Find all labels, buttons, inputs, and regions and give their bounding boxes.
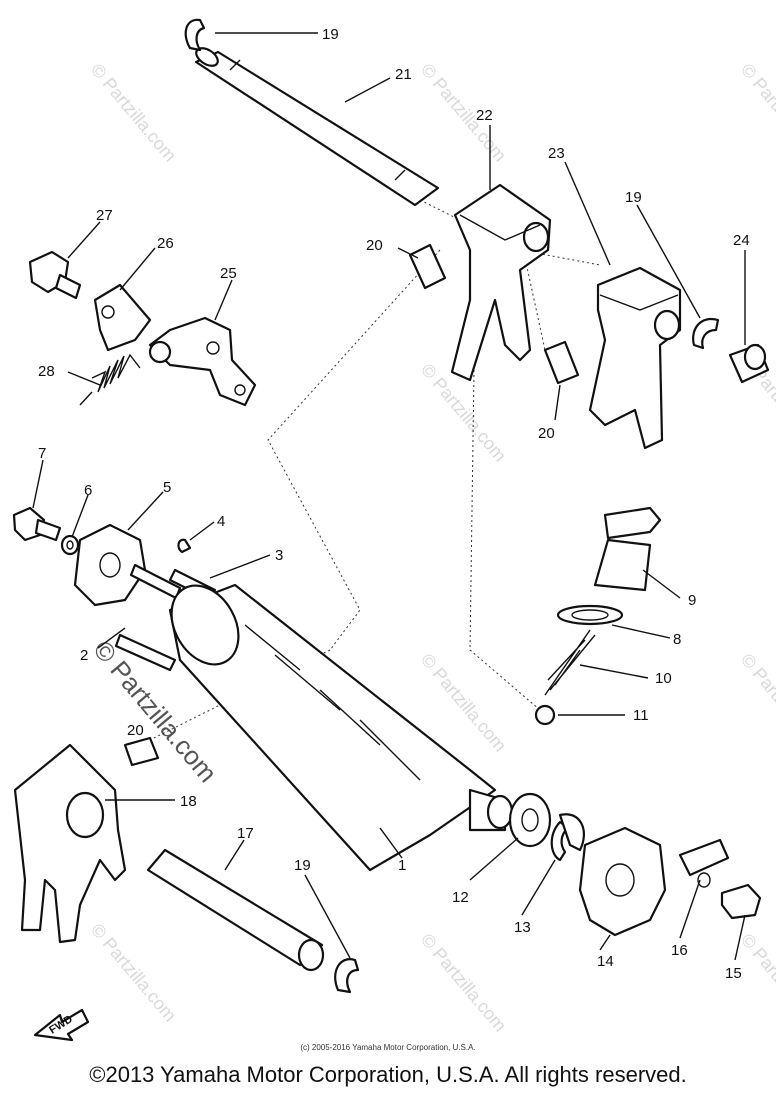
- watermark: © Partzilla.com: [87, 60, 180, 166]
- shift-fork-23: [588, 266, 682, 450]
- callout-9: 9: [688, 592, 696, 609]
- callout-11: 11: [633, 707, 649, 724]
- callout-20-mid: 20: [538, 425, 555, 442]
- bolt-15: [720, 883, 762, 920]
- stopper-26: [93, 283, 152, 352]
- callout-2: 2: [80, 647, 88, 664]
- watermark: © Partzilla.com: [737, 60, 776, 166]
- spring-28: [79, 353, 141, 406]
- washer-12: [508, 792, 552, 848]
- callout-16: 16: [671, 942, 688, 959]
- ball-11: [534, 704, 556, 726]
- bolt-7: [12, 506, 62, 542]
- callout-24: 24: [733, 232, 750, 249]
- watermark: © Partzilla.com: [737, 650, 776, 756]
- pin-2: [114, 563, 182, 672]
- callout-17: 17: [237, 825, 254, 842]
- callout-20-upper: 20: [366, 237, 383, 254]
- callout-20-lower: 20: [127, 722, 144, 739]
- callout-12: 12: [452, 889, 469, 906]
- callout-13: 13: [514, 919, 531, 936]
- dowel-pin-20-a: [408, 243, 447, 290]
- callout-5: 5: [163, 479, 171, 496]
- shift-drum-1: [168, 583, 514, 872]
- callout-10: 10: [655, 670, 672, 687]
- callout-28: 28: [38, 363, 55, 380]
- watermark: © Partzilla.com: [417, 930, 510, 1036]
- pin-16: [678, 838, 730, 888]
- dowel-pin-20-c: [123, 736, 160, 767]
- callout-19-lower: 19: [294, 857, 311, 874]
- washer-6: [60, 534, 80, 556]
- circlip-19-top: [184, 18, 206, 52]
- shift-fork-22: [450, 183, 552, 382]
- callout-27: 27: [96, 207, 113, 224]
- callout-3: 3: [275, 547, 283, 564]
- callout-25: 25: [220, 265, 237, 282]
- dowel-pin-20-b: [543, 340, 580, 385]
- circlip-13: [550, 813, 585, 862]
- cover-14: [578, 826, 667, 937]
- leader-lines: [32, 32, 746, 961]
- callout-22: 22: [476, 107, 493, 124]
- fwd-direction-indicator: FWD: [33, 1008, 90, 1042]
- watermark: © Partzilla.com: [87, 920, 180, 1026]
- callout-19-top: 19: [322, 26, 339, 43]
- copyright-footer: ©2013 Yamaha Motor Corporation, U.S.A. A…: [89, 1062, 687, 1087]
- callout-18: 18: [180, 793, 197, 810]
- callout-numbers: 19 21 22 23 19 24 20 20 25 26 27 28 7 6 …: [38, 26, 750, 982]
- circlip-19-lower: [334, 958, 360, 994]
- guide-bar-17: [146, 848, 325, 972]
- diagram-notice: (c) 2005-2016 Yamaha Motor Corporation, …: [300, 1043, 476, 1052]
- circlip-19-right: [692, 317, 720, 350]
- shift-fork-18: [13, 743, 127, 944]
- callout-8: 8: [673, 631, 681, 648]
- plug-24: [728, 343, 770, 384]
- bolt-27: [28, 250, 82, 300]
- callout-7: 7: [38, 445, 46, 462]
- callout-23: 23: [548, 145, 565, 162]
- spring-10: [544, 629, 596, 696]
- gasket-8: [556, 604, 624, 626]
- callout-15: 15: [725, 965, 742, 982]
- callout-14: 14: [597, 953, 614, 970]
- segment-5: [73, 523, 147, 607]
- callout-21: 21: [395, 66, 412, 83]
- callout-4: 4: [217, 513, 225, 530]
- callout-26: 26: [157, 235, 174, 252]
- stopper-bolt-9: [593, 506, 662, 592]
- clip-4: [177, 538, 192, 554]
- watermark: © Partzilla.com: [737, 930, 776, 1036]
- callout-6: 6: [84, 482, 92, 499]
- callout-1: 1: [398, 857, 406, 874]
- watermark: © Partzilla.com: [417, 60, 510, 166]
- shift-lever-25: [148, 316, 257, 407]
- callout-19-right: 19: [625, 189, 642, 206]
